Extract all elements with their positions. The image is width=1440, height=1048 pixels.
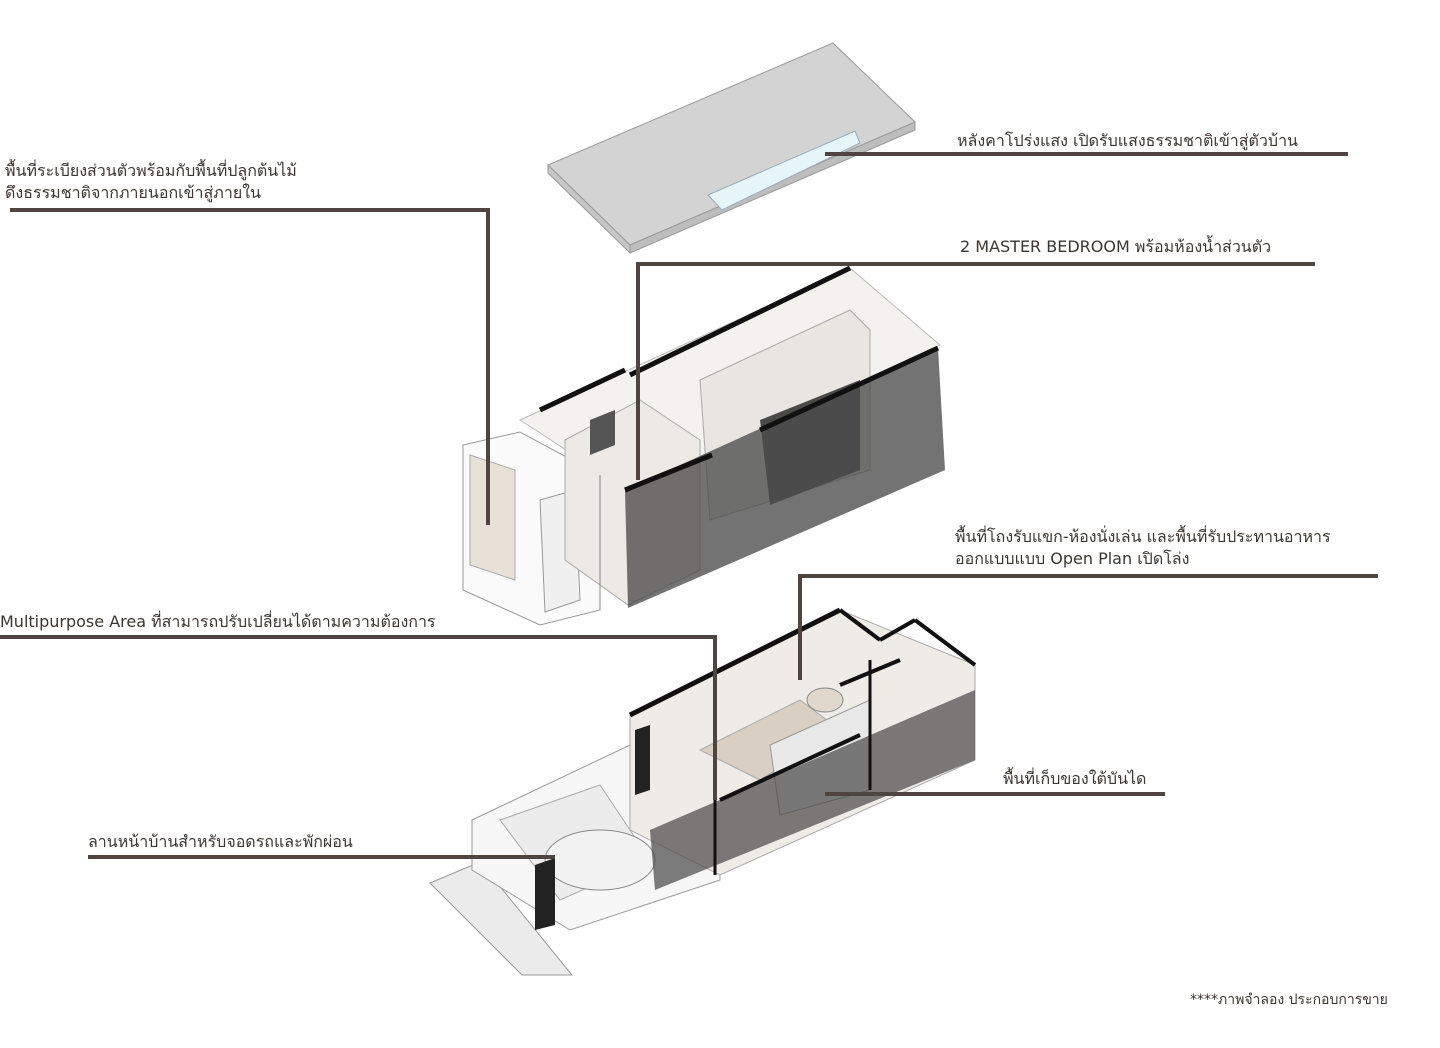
label-living: พื้นที่โถงรับแขก-ห้องนั่งเล่น และพื้นที่… <box>955 526 1331 570</box>
label-courtyard-line1: พื้นที่ระเบียงส่วนตัวพร้อมกับพื้นที่ปลูก… <box>5 161 297 180</box>
label-storage: พื้นที่เก็บของใต้บันได <box>1003 769 1147 788</box>
label-courtyard: พื้นที่ระเบียงส่วนตัวพร้อมกับพื้นที่ปลูก… <box>5 160 297 204</box>
upper-floor <box>462 265 945 626</box>
leader-bedroom <box>636 262 1315 480</box>
label-frontyard: ลานหน้าบ้านสำหรับจอดรถและพักผ่อน <box>88 832 353 851</box>
label-roof: หลังคาโปร่งแสง เปิดรับแสงธรรมชาติเข้าสู่… <box>957 131 1298 150</box>
skylight <box>707 130 861 211</box>
glass-facade-upper <box>625 348 945 608</box>
label-multipurpose: Multipurpose Area ที่สามารถปรับเปลี่ยนได… <box>0 612 436 631</box>
label-living-line2: ออกแบบแบบ Open Plan เปิดโล่ง <box>955 549 1190 568</box>
footnote: ****ภาพจำลอง ประกอบการขาย <box>1190 992 1388 1008</box>
leader-living <box>798 574 1378 680</box>
label-bedroom: 2 MASTER BEDROOM พร้อมห้องน้ำส่วนตัว <box>960 237 1272 256</box>
label-courtyard-line2: ดึงธรรมชาติจากภายนอกเข้าสู่ภายใน <box>5 183 261 202</box>
glass-facade-ground <box>650 690 975 890</box>
leader-multipurpose <box>0 635 717 800</box>
car <box>544 829 656 891</box>
roof-slab <box>547 42 916 255</box>
driveway <box>429 861 574 976</box>
leader-courtyard <box>10 208 490 525</box>
leader-lines <box>0 152 1378 859</box>
label-living-line1: พื้นที่โถงรับแขก-ห้องนั่งเล่น และพื้นที่… <box>955 527 1331 546</box>
